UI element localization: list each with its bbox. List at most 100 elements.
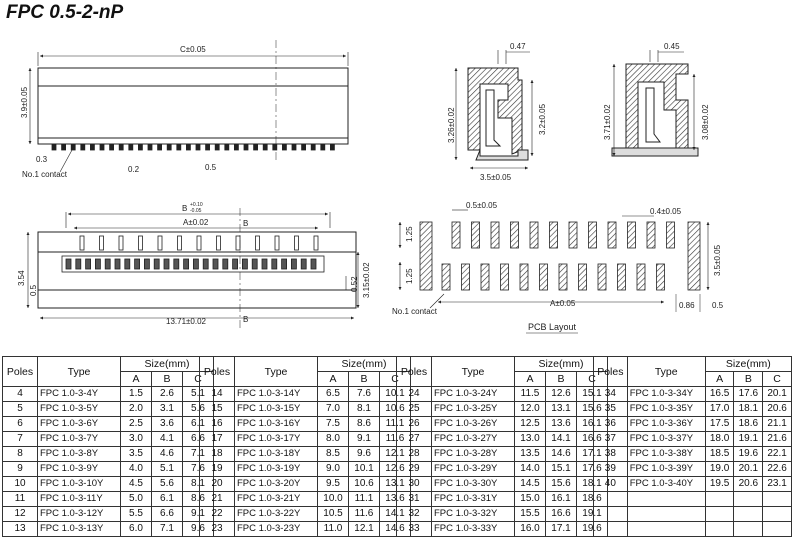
pin <box>90 143 95 151</box>
side-section-left <box>454 50 534 170</box>
table-cell: 2.5 <box>120 416 152 432</box>
contact <box>95 258 101 270</box>
table-cell: 21 <box>199 491 235 507</box>
contact <box>163 258 170 270</box>
pcb-pad-top <box>471 221 480 249</box>
dim-b-tol-sub: -0.05 <box>190 208 202 214</box>
pin <box>118 235 124 251</box>
table-cell: 15 <box>199 401 235 417</box>
table-cell: 14.0 <box>514 461 546 477</box>
pin <box>99 143 105 151</box>
pcb-pad-top <box>568 221 578 249</box>
table-cell: 7 <box>2 431 38 447</box>
pin <box>274 235 280 251</box>
table-cell <box>593 521 628 537</box>
contact <box>212 258 219 270</box>
pin <box>262 143 268 151</box>
pin <box>70 143 76 151</box>
table-cell: 18.1 <box>733 401 764 417</box>
table-cell: 7.0 <box>317 401 349 417</box>
table-cell: 3.6 <box>151 416 183 432</box>
table-cell: FPC 1.0-3-20Y <box>234 476 318 492</box>
table-cell: 14.6 <box>545 446 577 462</box>
top-view <box>26 208 360 330</box>
table-cell: 6.6 <box>151 506 183 522</box>
pin <box>291 143 297 151</box>
pin <box>176 143 182 151</box>
col-size: Size(mm) <box>317 356 411 372</box>
col-type: Type <box>37 356 121 387</box>
table-cell: 14.1 <box>545 431 577 447</box>
pin <box>281 143 287 151</box>
col-b: B <box>348 371 380 387</box>
contact <box>290 258 297 270</box>
pcb-pad-bottom <box>519 263 529 291</box>
table-cell <box>733 491 764 507</box>
dim-3-26: 3.26±0.02 <box>447 107 456 143</box>
dim-3-15: 3.15±0.02 <box>362 262 371 298</box>
pcb-pad-bottom <box>617 263 626 291</box>
table-cell: 17.6 <box>733 386 764 402</box>
pcb-layout-title: PCB Layout <box>528 322 577 332</box>
table-cell: 26 <box>396 416 432 432</box>
pcb-pad-top <box>451 221 461 249</box>
contact <box>251 258 258 270</box>
table-cell: FPC 1.0-3-33Y <box>431 521 515 537</box>
table-cell: 13.0 <box>514 431 546 447</box>
pcb-dim-0-86: 0.86 <box>679 301 695 310</box>
table-cell: 15.1 <box>545 461 577 477</box>
pin <box>224 143 230 151</box>
pcb-pad-bottom <box>558 263 568 291</box>
table-cell: 32 <box>396 506 432 522</box>
no1-contact-label: No.1 contact <box>22 170 68 179</box>
table-cell: 9.6 <box>348 446 380 462</box>
table-cell: 6.1 <box>151 491 183 507</box>
table-cell: 4.5 <box>120 476 152 492</box>
pin <box>79 235 85 251</box>
table-cell: 19.0 <box>704 461 735 477</box>
pin <box>61 143 66 151</box>
pcb-dim-1-25-top: 1.25 <box>405 226 414 242</box>
col-poles: Poles <box>396 356 432 387</box>
table-cell: 17.1 <box>545 521 577 537</box>
table-cell: FPC 1.0-3-14Y <box>234 386 318 402</box>
table-cell: 16.6 <box>545 506 577 522</box>
pin <box>185 143 191 151</box>
table-cell: FPC 1.0-3-34Y <box>626 386 706 402</box>
dim-3-54: 3.54 <box>17 270 26 286</box>
table-cell: 2.6 <box>151 386 183 402</box>
table-cell: 27 <box>396 431 432 447</box>
dim-0-2: 0.2 <box>128 165 140 174</box>
pcb-dim-a: A±0.05 <box>550 299 576 308</box>
pin <box>109 143 114 151</box>
contact <box>65 258 72 270</box>
pin <box>157 235 163 251</box>
dim-b-tol-sup: +0.10 <box>190 202 203 208</box>
table-cell: 23 <box>199 521 235 537</box>
table-cell: 4.6 <box>151 446 183 462</box>
pcb-pad-top <box>490 221 500 249</box>
pin <box>272 143 278 151</box>
table-cell: 18.0 <box>704 431 735 447</box>
table-cell <box>626 491 706 507</box>
pin <box>329 143 335 151</box>
dim-3-2: 3.2±0.05 <box>538 103 547 135</box>
pin <box>99 235 104 251</box>
table-cell: FPC 1.0-3-13Y <box>37 521 121 537</box>
table-cell: 5.5 <box>120 506 152 522</box>
table-cell: 18.6 <box>733 416 764 432</box>
pcb-layout <box>398 209 710 312</box>
pcb-pad-bottom <box>597 263 607 291</box>
